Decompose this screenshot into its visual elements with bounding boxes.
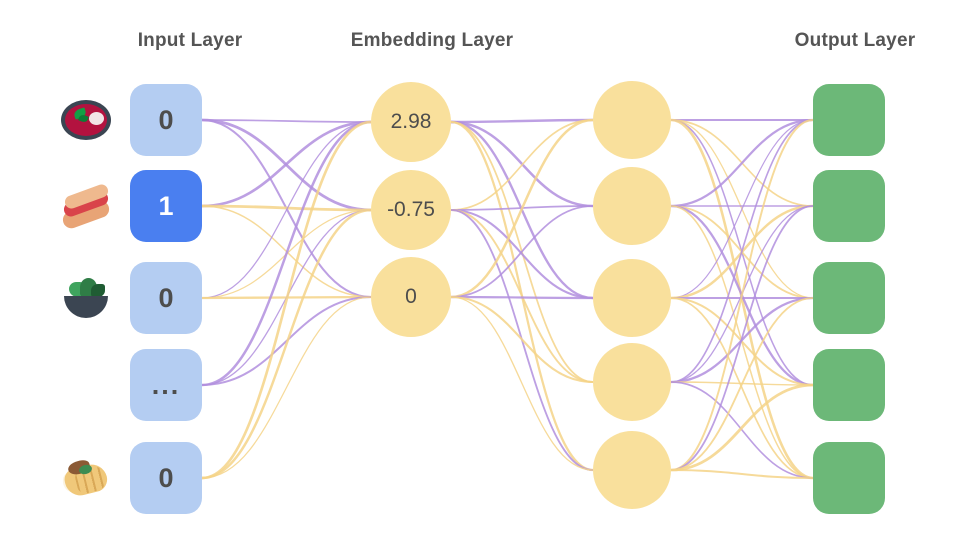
connection-edge xyxy=(670,119,814,299)
input-node-3[interactable]: 0 xyxy=(130,262,202,334)
output-node-1[interactable] xyxy=(813,84,885,156)
embedding-node-2[interactable]: -0.75 xyxy=(371,170,451,250)
connection-edge xyxy=(670,205,814,471)
ellipsis-icon xyxy=(60,359,112,411)
connection-edge xyxy=(670,119,814,386)
connection-edge xyxy=(670,204,814,387)
hot-dog-icon xyxy=(60,180,112,232)
connection-edge xyxy=(450,209,594,471)
connection-edge xyxy=(670,119,814,471)
output-node-5[interactable] xyxy=(813,442,885,514)
connection-edge xyxy=(201,208,372,480)
connection-edge xyxy=(670,204,814,300)
input-row: 0 xyxy=(60,262,202,334)
connection-edge xyxy=(670,297,814,479)
input-layer-title: Input Layer xyxy=(137,30,243,51)
connection-edge xyxy=(670,381,814,386)
connection-edge xyxy=(201,205,372,298)
connection-edge xyxy=(670,383,814,472)
connection-edge xyxy=(670,297,814,471)
connection-edge xyxy=(201,118,372,212)
input-row: 1 xyxy=(60,170,202,242)
connection-edge xyxy=(450,120,594,208)
output-node-4[interactable] xyxy=(813,349,885,421)
connection-edge xyxy=(201,120,372,387)
connection-edge xyxy=(670,119,814,207)
connection-edge xyxy=(450,205,594,211)
connection-edge xyxy=(450,120,594,472)
hidden-node-2[interactable] xyxy=(593,167,671,245)
output-layer-title: Output Layer xyxy=(794,30,916,51)
hidden-node-5[interactable] xyxy=(593,431,671,509)
connection-edge xyxy=(670,468,814,480)
connection-edge xyxy=(201,119,372,123)
input-row: 0 xyxy=(60,442,202,514)
connection-edge xyxy=(450,296,594,471)
input-node-1[interactable]: 0 xyxy=(130,84,202,156)
icon-part xyxy=(89,112,104,125)
connection-edge xyxy=(670,205,814,479)
icon-part xyxy=(64,296,108,318)
connection-edge xyxy=(670,119,814,299)
connection-edge xyxy=(670,118,814,480)
connection-edge xyxy=(450,118,594,124)
embedding-node-1[interactable]: 2.98 xyxy=(371,82,451,162)
hidden-node-1[interactable] xyxy=(593,81,671,159)
connection-edge xyxy=(201,120,372,208)
connection-edge xyxy=(201,209,372,386)
connection-edge xyxy=(450,121,594,383)
connection-edge xyxy=(670,296,814,384)
connection-edge xyxy=(450,119,594,211)
connection-edge xyxy=(450,205,594,298)
output-node-3[interactable] xyxy=(813,262,885,334)
connection-edge xyxy=(450,120,594,300)
input-node-4[interactable]: ... xyxy=(130,349,202,421)
connection-edge xyxy=(201,121,372,299)
connection-edge xyxy=(201,296,372,386)
hidden-node-4[interactable] xyxy=(593,343,671,421)
input-row: 0 xyxy=(60,84,202,156)
connection-edge xyxy=(450,295,594,300)
icon-part xyxy=(91,284,105,297)
burrito-icon xyxy=(60,452,112,504)
soup-bowl-icon xyxy=(60,94,112,146)
embedding-layer-title: Embedding Layer xyxy=(350,30,514,51)
connection-edge xyxy=(201,209,372,299)
connection-edge xyxy=(450,209,594,383)
input-node-2[interactable]: 1 xyxy=(130,170,202,242)
connection-edge xyxy=(450,295,594,384)
embedding-node-3[interactable]: 0 xyxy=(371,257,451,337)
input-node-5[interactable]: 0 xyxy=(130,442,202,514)
connection-edge xyxy=(450,118,594,299)
connection-edge xyxy=(201,296,372,479)
connection-edge xyxy=(670,119,814,383)
connection-edge xyxy=(201,204,372,212)
connection-edge xyxy=(450,208,594,300)
connection-edge xyxy=(670,205,814,299)
connection-edge xyxy=(670,381,814,479)
connection-edge xyxy=(201,295,372,300)
connection-edge xyxy=(670,205,814,383)
connection-edge xyxy=(670,296,814,387)
connection-edge xyxy=(670,118,814,208)
connection-edge xyxy=(201,120,372,480)
input-row: ... xyxy=(60,349,202,421)
connection-edge xyxy=(201,118,372,299)
output-node-2[interactable] xyxy=(813,170,885,242)
salad-bowl-icon xyxy=(60,272,112,324)
hidden-node-3[interactable] xyxy=(593,259,671,337)
